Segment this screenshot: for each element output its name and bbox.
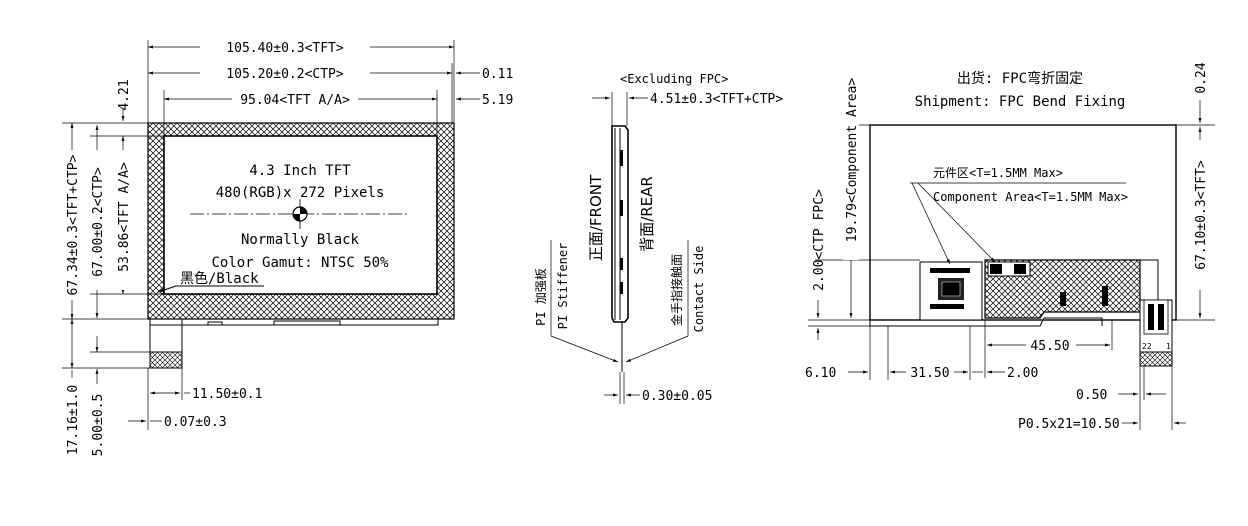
contact-en: Contact Side <box>692 246 706 333</box>
dim-left-b: 31.50 <box>910 366 949 381</box>
dim-aa-height: 53.86<TFT A/A> <box>117 162 132 272</box>
back-fpc <box>869 317 1103 327</box>
dim-component-width: 45.50 <box>1030 339 1069 354</box>
front-view: 4.3 Inch TFT 480(RGB)x 272 Pixels Normal… <box>62 38 513 456</box>
dim-aa-width: 95.04<TFT A/A> <box>240 93 350 108</box>
dim-component-height: 19.79<Component Area> <box>845 78 860 243</box>
back-view: 出货: FPC弯折固定 Shipment: FPC Bend Fixing 22… <box>805 62 1215 432</box>
dim-left-c: 2.00 <box>1007 366 1038 381</box>
dim-thickness: 4.51±0.3<TFT+CTP> <box>650 92 783 107</box>
pin-22: 22 <box>1142 342 1152 351</box>
side-body <box>611 125 629 323</box>
front-fpc-contacts <box>149 351 183 369</box>
front-bottom-edge <box>149 319 439 326</box>
dim-left-a: 6.10 <box>805 366 836 381</box>
shipment-cn: 出货: FPC弯折固定 <box>957 70 1083 87</box>
dim-fpc-width: 5.00±0.5 <box>91 394 106 457</box>
spec-mode: Normally Black <box>241 232 360 248</box>
dim-right-offset-top: 0.11 <box>482 67 513 82</box>
component-area-cn: 元件区<T=1.5MM Max> <box>933 166 1063 180</box>
dim-fpc-thickness: 0.30±0.05 <box>642 389 712 404</box>
stiffener-en: PI Stiffener <box>556 243 570 330</box>
spec-resolution: 480(RGB)x 272 Pixels <box>216 185 385 201</box>
dim-ctp-width: 105.20±0.2<CTP> <box>226 67 344 82</box>
dim-back-height: 67.10±0.3<TFT> <box>1194 160 1209 270</box>
dim-ctp-height: 67.00±0.2<CTP> <box>91 167 106 277</box>
stiffener-cn: PI 加强板 <box>534 268 548 326</box>
component-area-en: Component Area<T=1.5MM Max> <box>933 190 1128 204</box>
contact-cn: 金手指接触面 <box>669 254 684 326</box>
excluding-fpc-label: <Excluding FPC> <box>620 72 728 86</box>
pin-1: 1 <box>1166 342 1171 351</box>
dim-right-offset-aa: 5.19 <box>482 93 513 108</box>
shipment-en: Shipment: FPC Bend Fixing <box>915 94 1126 110</box>
side-view: <Excluding FPC> 4.51±0.3<TFT+CTP> 正面/FRO… <box>534 72 783 404</box>
dim-pin-width: 0.50 <box>1076 388 1107 403</box>
spec-gamut: Color Gamut: NTSC 50% <box>211 255 389 271</box>
dim-fpc-length: 17.16±1.0 <box>66 385 81 455</box>
dim-pitch: P0.5x21=10.50 <box>1018 417 1120 432</box>
dim-tft-width: 105.40±0.3<TFT> <box>226 41 344 56</box>
dim-total-height: 67.34±0.3<TFT+CTP> <box>66 154 81 295</box>
dim-fpc-pos: 11.50±0.1 <box>192 387 262 402</box>
dim-ctp-fpc: 2.00<CTP FPC> <box>812 189 827 291</box>
bezel-label: 黑色/Black <box>180 270 259 287</box>
rear-side-label: 背面/REAR <box>638 176 656 252</box>
front-side-label: 正面/FRONT <box>587 174 605 261</box>
dim-left-offset: 4.21 <box>117 79 132 110</box>
dim-top-offset: 0.24 <box>1194 62 1209 93</box>
dim-fpc-offset: 0.07±0.3 <box>164 415 227 430</box>
spec-size: 4.3 Inch TFT <box>249 163 351 179</box>
back-fpc-contacts <box>1139 351 1173 367</box>
